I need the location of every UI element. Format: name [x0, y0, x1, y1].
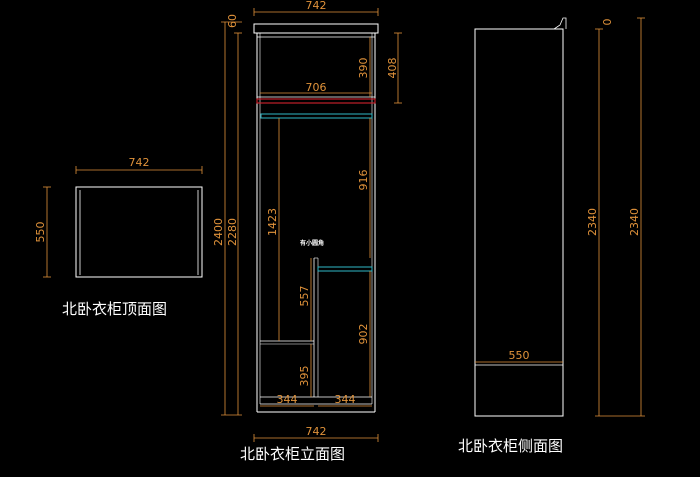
front-view-title: 北卧衣柜立面图 — [240, 445, 346, 463]
front-top-gap-label: 60 — [226, 14, 239, 28]
front-top-cap — [253, 23, 379, 34]
front-hanging-left-label: 1423 — [266, 208, 279, 236]
front-upper-with-top-label: 408 — [386, 58, 399, 79]
side-view-title: 北卧衣柜侧面图 — [458, 437, 564, 455]
front-inner-width-label: 706 — [306, 81, 327, 94]
side-height-outer-label: 2340 — [628, 208, 641, 236]
front-body-height-label: 2280 — [226, 218, 239, 246]
front-left-low-label: 395 — [298, 366, 311, 387]
front-total-height-label: 2400 — [212, 218, 225, 246]
front-hanging-rod-upper — [260, 113, 373, 119]
top-view-outline — [75, 186, 203, 278]
front-view: 有小圆角 742 706 742 344 344 60 2400 2280 — [212, 0, 402, 442]
front-bottom-left-label: 344 — [277, 393, 298, 406]
side-view-top-corner — [553, 17, 567, 30]
top-view-title: 北卧衣柜顶面图 — [62, 300, 168, 318]
side-height-inner-label: 2340 — [586, 208, 599, 236]
front-right-low-label: 902 — [357, 324, 370, 345]
front-red-rail — [256, 98, 376, 104]
front-hanging-rod-lower — [317, 266, 373, 272]
side-view-outline — [474, 28, 564, 417]
side-view: 550 0 2340 2340 — [474, 17, 645, 417]
top-view-width-label: 742 — [129, 156, 150, 169]
top-view: 742 550 — [34, 156, 203, 278]
side-depth-label: 550 — [509, 349, 530, 362]
side-top-offset-label: 0 — [601, 19, 614, 26]
front-hanging-upper-label: 916 — [357, 170, 370, 191]
top-view-depth-label: 550 — [34, 222, 47, 243]
rounded-corner-note: 有小圆角 — [300, 239, 324, 247]
front-top-width-label: 742 — [306, 0, 327, 12]
front-left-mid-label: 557 — [298, 286, 311, 307]
front-upper-compartment-label: 390 — [357, 58, 370, 79]
front-bottom-width-label: 742 — [306, 425, 327, 438]
front-bottom-right-label: 344 — [335, 393, 356, 406]
